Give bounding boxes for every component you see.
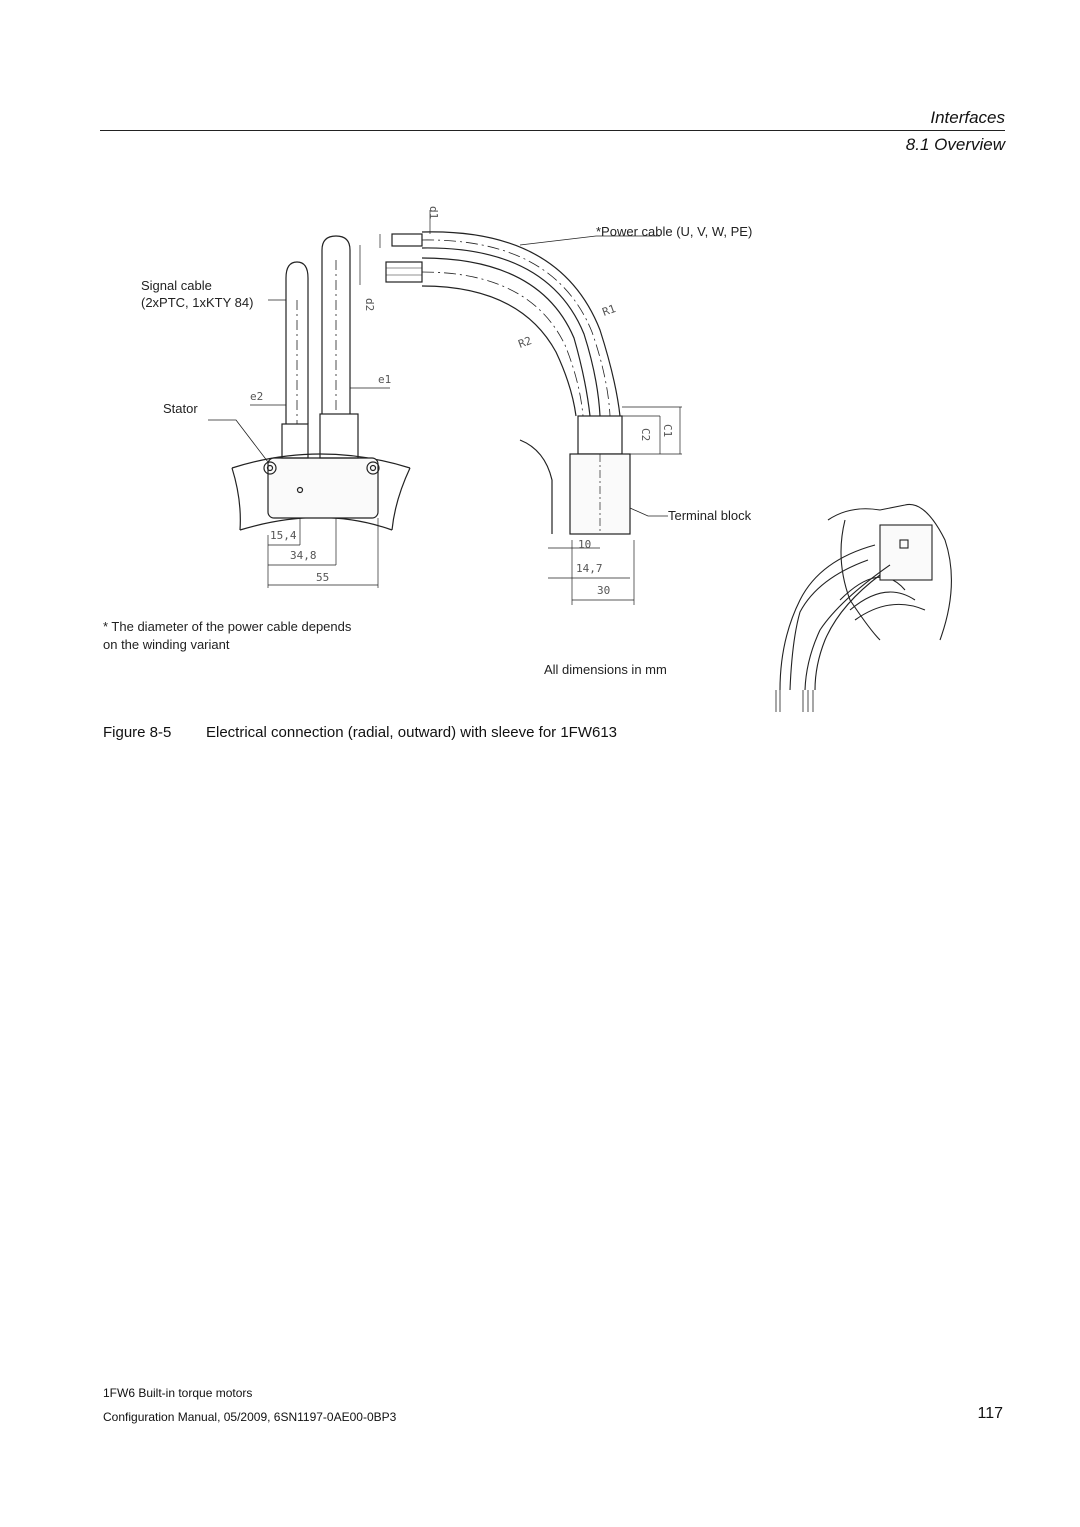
technical-drawing: *Power cable (U, V, W, PE) Signal cable … [0,180,1080,720]
caption-number: Figure 8-5 [103,724,172,741]
dim-d1: d1 [427,206,440,219]
dim-30: 30 [597,584,610,597]
caption-text: Electrical connection (radial, outward) … [206,724,618,741]
page-number: 117 [977,1405,1003,1422]
dim-10: 10 [578,538,591,551]
dim-r2: R2 [517,334,534,351]
dim-e1: e1 [378,373,391,386]
dim-d2: d2 [363,298,376,311]
dim-14-7: 14,7 [576,562,603,575]
label-power-cable: *Power cable (U, V, W, PE) [596,224,752,239]
dim-e2: e2 [250,390,263,403]
footnote-line-2: on the winding variant [103,637,230,652]
label-signal-cable-1: Signal cable [141,278,212,293]
figure-caption: Figure 8-5 Electrical connection (radial,… [103,724,617,741]
left-view [208,235,411,588]
header-section: 8.1 Overview [905,135,1005,154]
label-stator: Stator [163,401,198,416]
footnote-line-1: * The diameter of the power cable depend… [103,619,352,634]
label-all-dimensions: All dimensions in mm [544,662,667,677]
dim-55: 55 [316,571,329,584]
center-view [379,210,682,605]
header-chapter: Interfaces [930,108,1005,127]
dim-15-4: 15,4 [270,529,297,542]
perspective-view [775,503,952,712]
dim-r1: R1 [601,302,618,319]
header-rule [100,130,1005,131]
label-terminal-block: Terminal block [668,508,752,523]
label-signal-cable-2: (2xPTC, 1xKTY 84) [141,295,253,310]
dim-c2: C2 [639,428,652,441]
dim-34-8: 34,8 [290,549,317,562]
footer-manual: Configuration Manual, 05/2009, 6SN1197-0… [103,1410,397,1424]
footer-product: 1FW6 Built-in torque motors [103,1386,253,1400]
dim-c1: C1 [661,424,674,437]
